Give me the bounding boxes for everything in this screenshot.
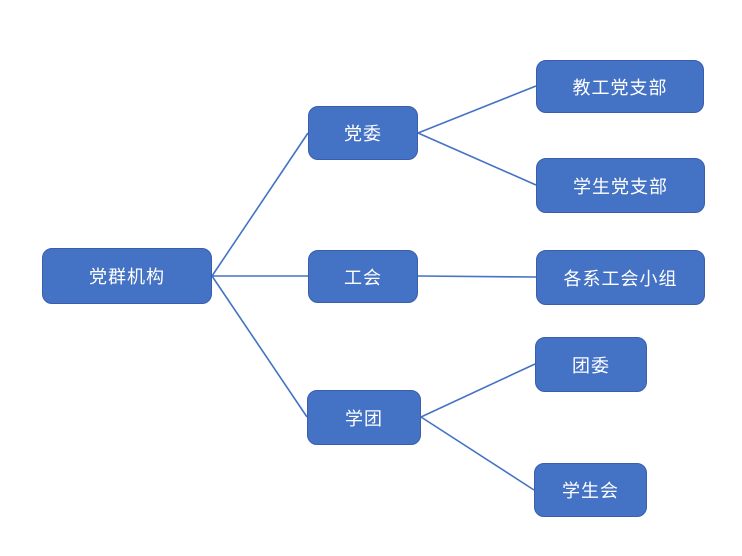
node-label: 团委 bbox=[572, 355, 610, 376]
node-label: 工会 bbox=[344, 267, 382, 288]
connector-root-xuetuan bbox=[211, 275, 308, 418]
node-label: 各系工会小组 bbox=[563, 268, 678, 289]
node-student-league[interactable]: 学团 bbox=[307, 390, 421, 445]
node-party-committee[interactable]: 党委 bbox=[308, 106, 418, 160]
node-label: 教工党支部 bbox=[572, 77, 668, 98]
connector-xuetuan-xshui bbox=[420, 416, 535, 491]
node-student-union[interactable]: 学生会 bbox=[534, 463, 647, 517]
node-label: 党群机构 bbox=[89, 267, 165, 287]
node-student-party-branch[interactable]: 学生党支部 bbox=[536, 158, 705, 213]
connector-root-dangwei bbox=[211, 132, 309, 277]
connector-xuetuan-tuanwei bbox=[420, 363, 536, 418]
node-label: 学生党支部 bbox=[573, 176, 668, 197]
node-label: 学生会 bbox=[562, 481, 619, 501]
node-party-mass-org-root[interactable]: 党群机构 bbox=[42, 248, 212, 304]
connector-gonghui-gexi bbox=[417, 275, 537, 278]
connector-dangwei-jiaogong bbox=[417, 85, 537, 134]
connector-dangwei-xsdzb bbox=[417, 132, 537, 186]
node-department-union-groups[interactable]: 各系工会小组 bbox=[536, 250, 705, 305]
node-label: 学团 bbox=[345, 408, 383, 429]
node-labor-union[interactable]: 工会 bbox=[308, 250, 418, 303]
node-youth-league-committee[interactable]: 团委 bbox=[535, 337, 647, 392]
node-label: 党委 bbox=[344, 124, 382, 144]
node-faculty-party-branch[interactable]: 教工党支部 bbox=[536, 60, 704, 113]
